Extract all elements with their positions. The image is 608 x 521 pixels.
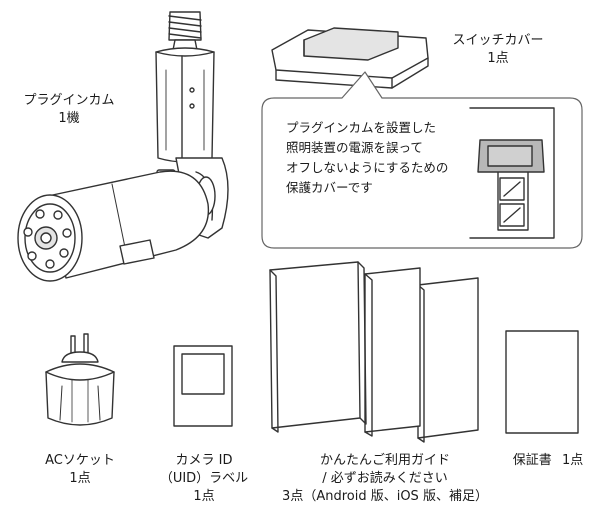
ac-socket-illustration [45,333,115,426]
switch-cover-name: スイッチカバー [452,33,544,48]
warranty-illustration [505,330,579,434]
guides-line1: かんたんご利用ガイド [319,453,450,468]
uid-label-line2: （UID）ラベル [159,471,249,486]
uid-label-illustration [173,345,233,427]
uid-label-line1: カメラ ID [175,453,233,468]
switch-cover-note-line: 照明装置の電源を誤って [286,140,423,155]
switch-cover-qty: 1点 [487,51,509,66]
guides-label: かんたんご利用ガイド / 必ずお読みください 3点（Android 版、iOS … [262,452,508,506]
switch-cover-note-line: オフしないようにするための [286,160,449,175]
guides-line3: 3点（Android 版、iOS 版、補足） [282,489,488,504]
ac-socket-name: ACソケット [45,453,115,468]
warranty-label: 保証書 1点 [500,452,596,470]
plugin-camera-illustration [17,11,229,282]
switch-cover-callout [261,71,583,249]
plugin-cam-label: プラグインカム 1機 [14,92,124,128]
switch-cover-note-line: プラグインカムを設置した [286,120,437,135]
switch-cover-note: プラグインカムを設置した 照明装置の電源を誤って オフしないようにするための 保… [286,118,448,198]
switch-cover-note-line: 保護カバーです [286,180,373,195]
guides-line2: / 必ずお読みください [322,471,448,486]
uid-label-qty: 1点 [193,489,215,504]
switch-cover-illustration [271,27,429,89]
plugin-cam-name: プラグインカム [23,93,115,108]
switch-cover-label: スイッチカバー 1点 [440,32,556,68]
uid-label-label: カメラ ID （UID）ラベル 1点 [148,452,260,506]
guide-booklets-illustration [269,261,479,443]
plugin-cam-qty: 1機 [58,111,80,126]
warranty-text: 保証書 1点 [500,452,596,470]
ac-socket-label: ACソケット 1点 [28,452,132,488]
warranty-qty: 1点 [561,453,584,468]
warranty-name: 保証書 [512,453,552,468]
ac-socket-qty: 1点 [69,471,91,486]
